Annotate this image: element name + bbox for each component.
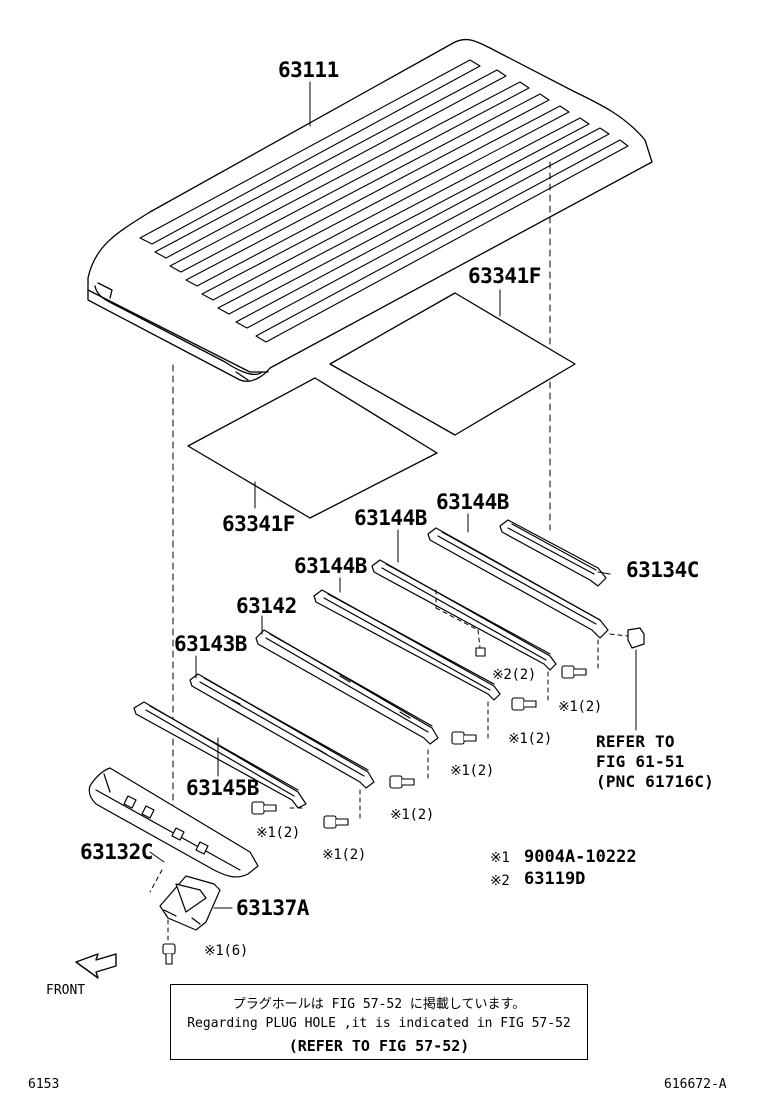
footer-right-code: 616672-A: [664, 1077, 727, 1092]
header-panel-rear-shape: [499, 519, 607, 587]
qty-bolt-a: ※1(2): [256, 825, 300, 841]
note-japanese: プラグホールは FIG 57-52 に掲載しています。: [232, 997, 526, 1012]
label-header-panel-front: 63132C: [80, 840, 153, 864]
reinforcement-rear-right-shape: [427, 527, 609, 639]
label-reinforcement-center: 63142: [236, 594, 297, 618]
plug-icon: [475, 647, 486, 657]
label-roof-panel: 63111: [278, 58, 339, 82]
bolt-center-icon: [389, 775, 415, 789]
footer-left-code: 6153: [28, 1077, 60, 1092]
clip-icon: [627, 627, 645, 649]
label-reinforcement-front-mid: 63143B: [174, 632, 247, 656]
header-panel-front-shape: [88, 767, 259, 878]
qty-bolt-b: ※1(2): [322, 847, 366, 863]
label-reinforcement-mid: 63144B: [294, 554, 367, 578]
label-reinforcement-front: 63145B: [186, 776, 259, 800]
legend-part-1: 9004A-10222: [524, 847, 637, 867]
reinforcement-mid-shape: [313, 589, 501, 701]
qty-bolt-f: ※1(2): [558, 699, 602, 715]
refer-line-1: REFER TO: [596, 732, 675, 751]
label-header-panel-rear: 63134C: [626, 558, 699, 582]
legend-mark-2: ※2: [490, 873, 510, 889]
reinforcement-front-shape: [133, 701, 307, 809]
front-arrow-icon: [75, 953, 117, 979]
bolt-set: [162, 647, 587, 965]
bolt-front-icon: [251, 801, 277, 815]
qty-bolt-e: ※1(2): [508, 731, 552, 747]
bolt-rear-right-icon: [561, 665, 587, 679]
refer-line-2: FIG 61-51: [596, 752, 685, 771]
label-silencer-pad-upper: 63341F: [468, 264, 541, 288]
qty-bracket-bolt: ※1(6): [204, 943, 248, 959]
qty-plug: ※2(2): [492, 667, 536, 683]
roof-panel-shape: [87, 38, 653, 382]
front-label: FRONT: [46, 983, 86, 998]
bolt-bracket-icon: [162, 943, 176, 965]
refer-line-3: (PNC 61716C): [596, 772, 714, 791]
label-reinforcement-rear-right: 63144B: [436, 490, 509, 514]
bolt-mid-icon: [451, 731, 477, 745]
note-box: プラグホールは FIG 57-52 に掲載しています。 Regarding PL…: [170, 984, 588, 1060]
reinforcement-front-mid-shape: [189, 673, 375, 789]
qty-bolt-d: ※1(2): [450, 763, 494, 779]
note-english: Regarding PLUG HOLE ,it is indicated in …: [187, 1016, 571, 1031]
label-bracket: 63137A: [236, 896, 309, 920]
label-reinforcement-rear-mid: 63144B: [354, 506, 427, 530]
note-refer: (REFER TO FIG 57-52): [288, 1037, 470, 1055]
reinforcement-center-shape: [255, 629, 439, 745]
legend-part-2: 63119D: [524, 869, 586, 889]
bolt-rear-mid-icon: [511, 697, 537, 711]
silencer-pad-upper-shape: [329, 292, 576, 436]
bolt-front-mid-icon: [323, 815, 349, 829]
legend-mark-1: ※1: [490, 850, 510, 866]
label-silencer-pad-lower: 63341F: [222, 512, 295, 536]
bracket-shape: [159, 875, 221, 931]
reinforcement-rear-mid-shape: [371, 559, 557, 671]
silencer-pad-lower-shape: [187, 377, 438, 519]
qty-bolt-c: ※1(2): [390, 807, 434, 823]
